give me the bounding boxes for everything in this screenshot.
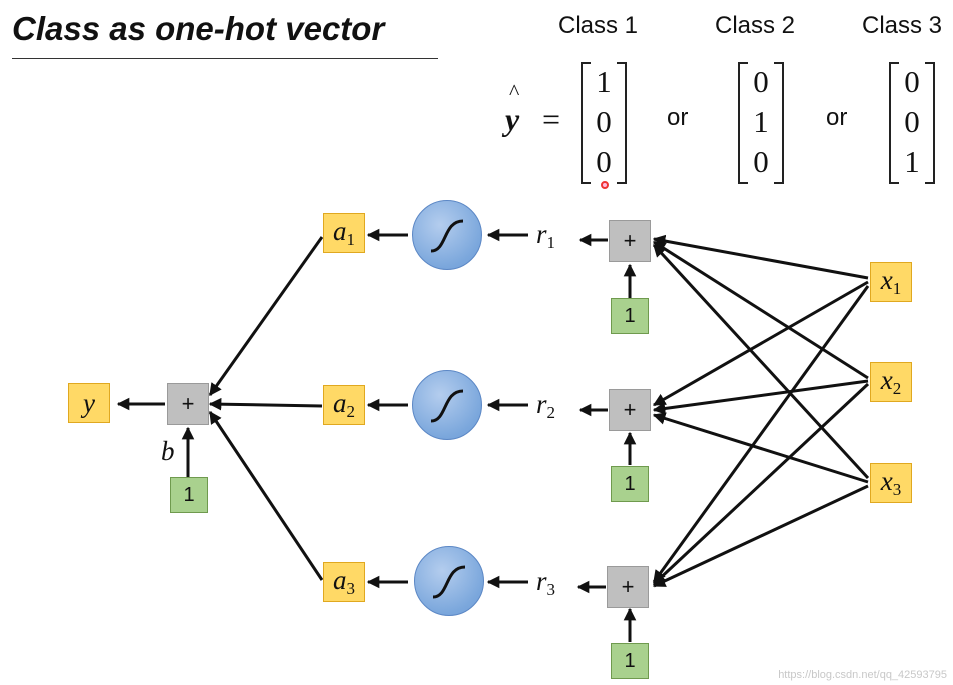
edge-x2-to-sum2	[652, 379, 869, 415]
sum-node-2: +	[609, 389, 651, 431]
vector-entry: 1	[904, 144, 920, 179]
input-node-x2: x2	[870, 362, 912, 402]
one-hot-vector-class-3: 0 0 1	[889, 62, 935, 184]
vector-entry: 0	[753, 64, 769, 99]
hat-accent: ^	[509, 79, 520, 104]
vector-entry: 0	[904, 104, 920, 139]
bias-node-2: 1	[611, 466, 649, 502]
edge-x3-to-sum3	[652, 484, 869, 588]
sigmoid-node-1	[412, 200, 482, 270]
sigmoid-node-2	[412, 370, 482, 440]
class-3-label: Class 3	[862, 12, 943, 39]
vector-entry: 0	[753, 144, 769, 179]
equals-sign: =	[542, 101, 561, 137]
vector-entry: 0	[596, 104, 612, 139]
output-node-y: y	[68, 383, 110, 423]
or-text-1: or	[667, 104, 689, 131]
bias-label-b: b	[161, 436, 175, 466]
edge-x2-to-sum3	[652, 382, 870, 586]
activation-node-a3: a3	[323, 562, 365, 602]
y-hat-symbol: ^ y	[505, 79, 520, 137]
bias-node-1: 1	[611, 298, 649, 334]
watermark-text: https://blog.csdn.net/qq_42593795	[778, 669, 947, 681]
one-hot-vector-class-1: 1 0 0	[581, 62, 627, 184]
title-underline	[12, 58, 438, 59]
edge-a1-to-output-sum	[208, 236, 324, 397]
vector-entry: 1	[753, 104, 769, 139]
activation-node-a2: a2	[323, 385, 365, 425]
r3-label: r3	[536, 566, 556, 599]
r2-label: r2	[536, 389, 556, 422]
output-sum-node: +	[167, 383, 209, 425]
edge-x3-to-sum1	[652, 243, 870, 480]
vector-entry: 1	[596, 64, 612, 99]
sigmoid-curve-icon	[432, 565, 466, 599]
activation-node-a1: a1	[323, 213, 365, 253]
sum-node-1: +	[609, 220, 651, 262]
sum-node-3: +	[607, 566, 649, 608]
vector-entry: 0	[596, 144, 612, 179]
pointer-dot-icon	[601, 181, 609, 189]
edge-x2-to-sum1	[652, 240, 869, 380]
class-2-label: Class 2	[715, 12, 796, 39]
input-node-x1: x1	[870, 262, 912, 302]
sigmoid-node-3	[414, 546, 484, 616]
edge-x3-to-sum2	[652, 412, 869, 484]
one-hot-vector-class-2: 0 1 0	[738, 62, 784, 184]
edge-x1-to-sum3	[652, 285, 870, 584]
or-text-2: or	[826, 104, 848, 131]
input-node-x3: x3	[870, 463, 912, 503]
sigmoid-curve-icon	[430, 219, 464, 253]
vector-entry: 0	[904, 64, 920, 99]
bias-node-3: 1	[611, 643, 649, 679]
edge-x1-to-sum2	[652, 280, 869, 407]
edge-a3-to-output-sum	[208, 410, 324, 581]
sigmoid-curve-icon	[430, 389, 464, 423]
r1-label: r1	[536, 219, 556, 252]
edge-x1-to-sum1	[652, 234, 869, 280]
edge-a2-to-output-sum	[208, 397, 323, 411]
output-bias-node: 1	[170, 477, 208, 513]
class-1-label: Class 1	[558, 12, 639, 39]
slide-title: Class as one-hot vector	[12, 10, 385, 47]
